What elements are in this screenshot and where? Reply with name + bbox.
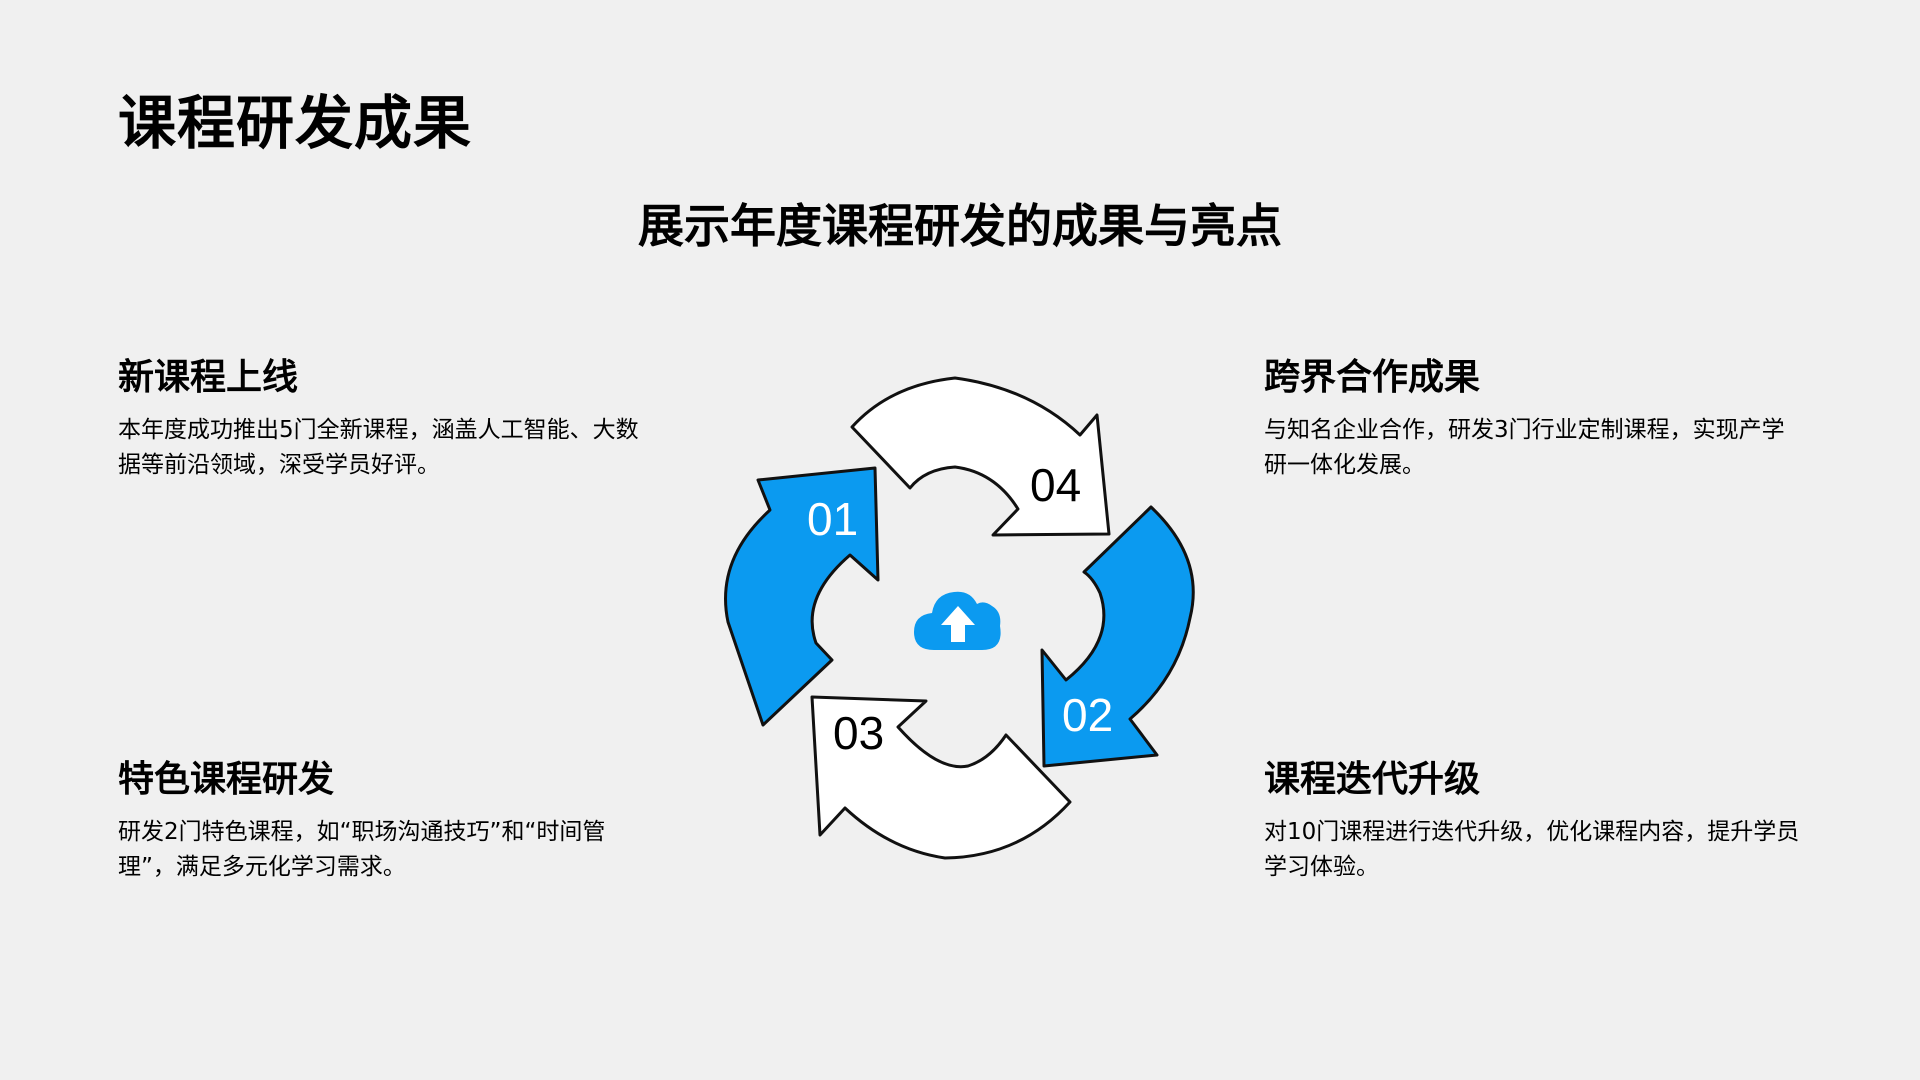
block-heading: 新课程上线 <box>118 357 299 398</box>
block-course-iteration: 课程迭代升级 对10门课程进行迭代升级，优化课程内容，提升学员学习体验。 <box>1264 757 1804 885</box>
cycle-arrow-01 <box>724 466 880 727</box>
block-body: 研发2门特色课程，如“职场沟通技巧”和“时间管理”，满足多元化学习需求。 <box>118 819 606 880</box>
step-label-03: 03 <box>833 707 885 759</box>
page-title: 课程研发成果 <box>118 89 473 157</box>
block-featured-courses: 特色课程研发 研发2门特色课程，如“职场沟通技巧”和“时间管理”，满足多元化学习… <box>118 757 658 885</box>
block-body: 对10门课程进行迭代升级，优化课程内容，提升学员学习体验。 <box>1264 819 1800 880</box>
block-heading: 跨界合作成果 <box>1264 357 1481 398</box>
block-heading: 课程迭代升级 <box>1264 759 1481 800</box>
page-subtitle: 展示年度课程研发的成果与亮点 <box>638 199 1282 253</box>
block-body: 与知名企业合作，研发3门行业定制课程，实现产学研一体化发展。 <box>1264 417 1785 478</box>
cycle-arrow-02 <box>1040 505 1195 768</box>
block-new-courses: 新课程上线 本年度成功推出5门全新课程，涵盖人工智能、大数据等前沿领域，深受学员… <box>118 355 658 483</box>
block-heading: 特色课程研发 <box>118 759 335 800</box>
block-cross-industry: 跨界合作成果 与知名企业合作，研发3门行业定制课程，实现产学研一体化发展。 <box>1264 355 1804 483</box>
step-label-02: 02 <box>1062 689 1114 741</box>
step-label-01: 01 <box>807 493 859 545</box>
cycle-diagram: 01 02 03 04 <box>700 360 1220 880</box>
step-label-04: 04 <box>1030 459 1082 511</box>
cycle-arrow-04 <box>850 376 1111 537</box>
cycle-arrows <box>724 376 1195 860</box>
block-body: 本年度成功推出5门全新课程，涵盖人工智能、大数据等前沿领域，深受学员好评。 <box>118 417 639 478</box>
cycle-arrow-03 <box>810 695 1072 860</box>
